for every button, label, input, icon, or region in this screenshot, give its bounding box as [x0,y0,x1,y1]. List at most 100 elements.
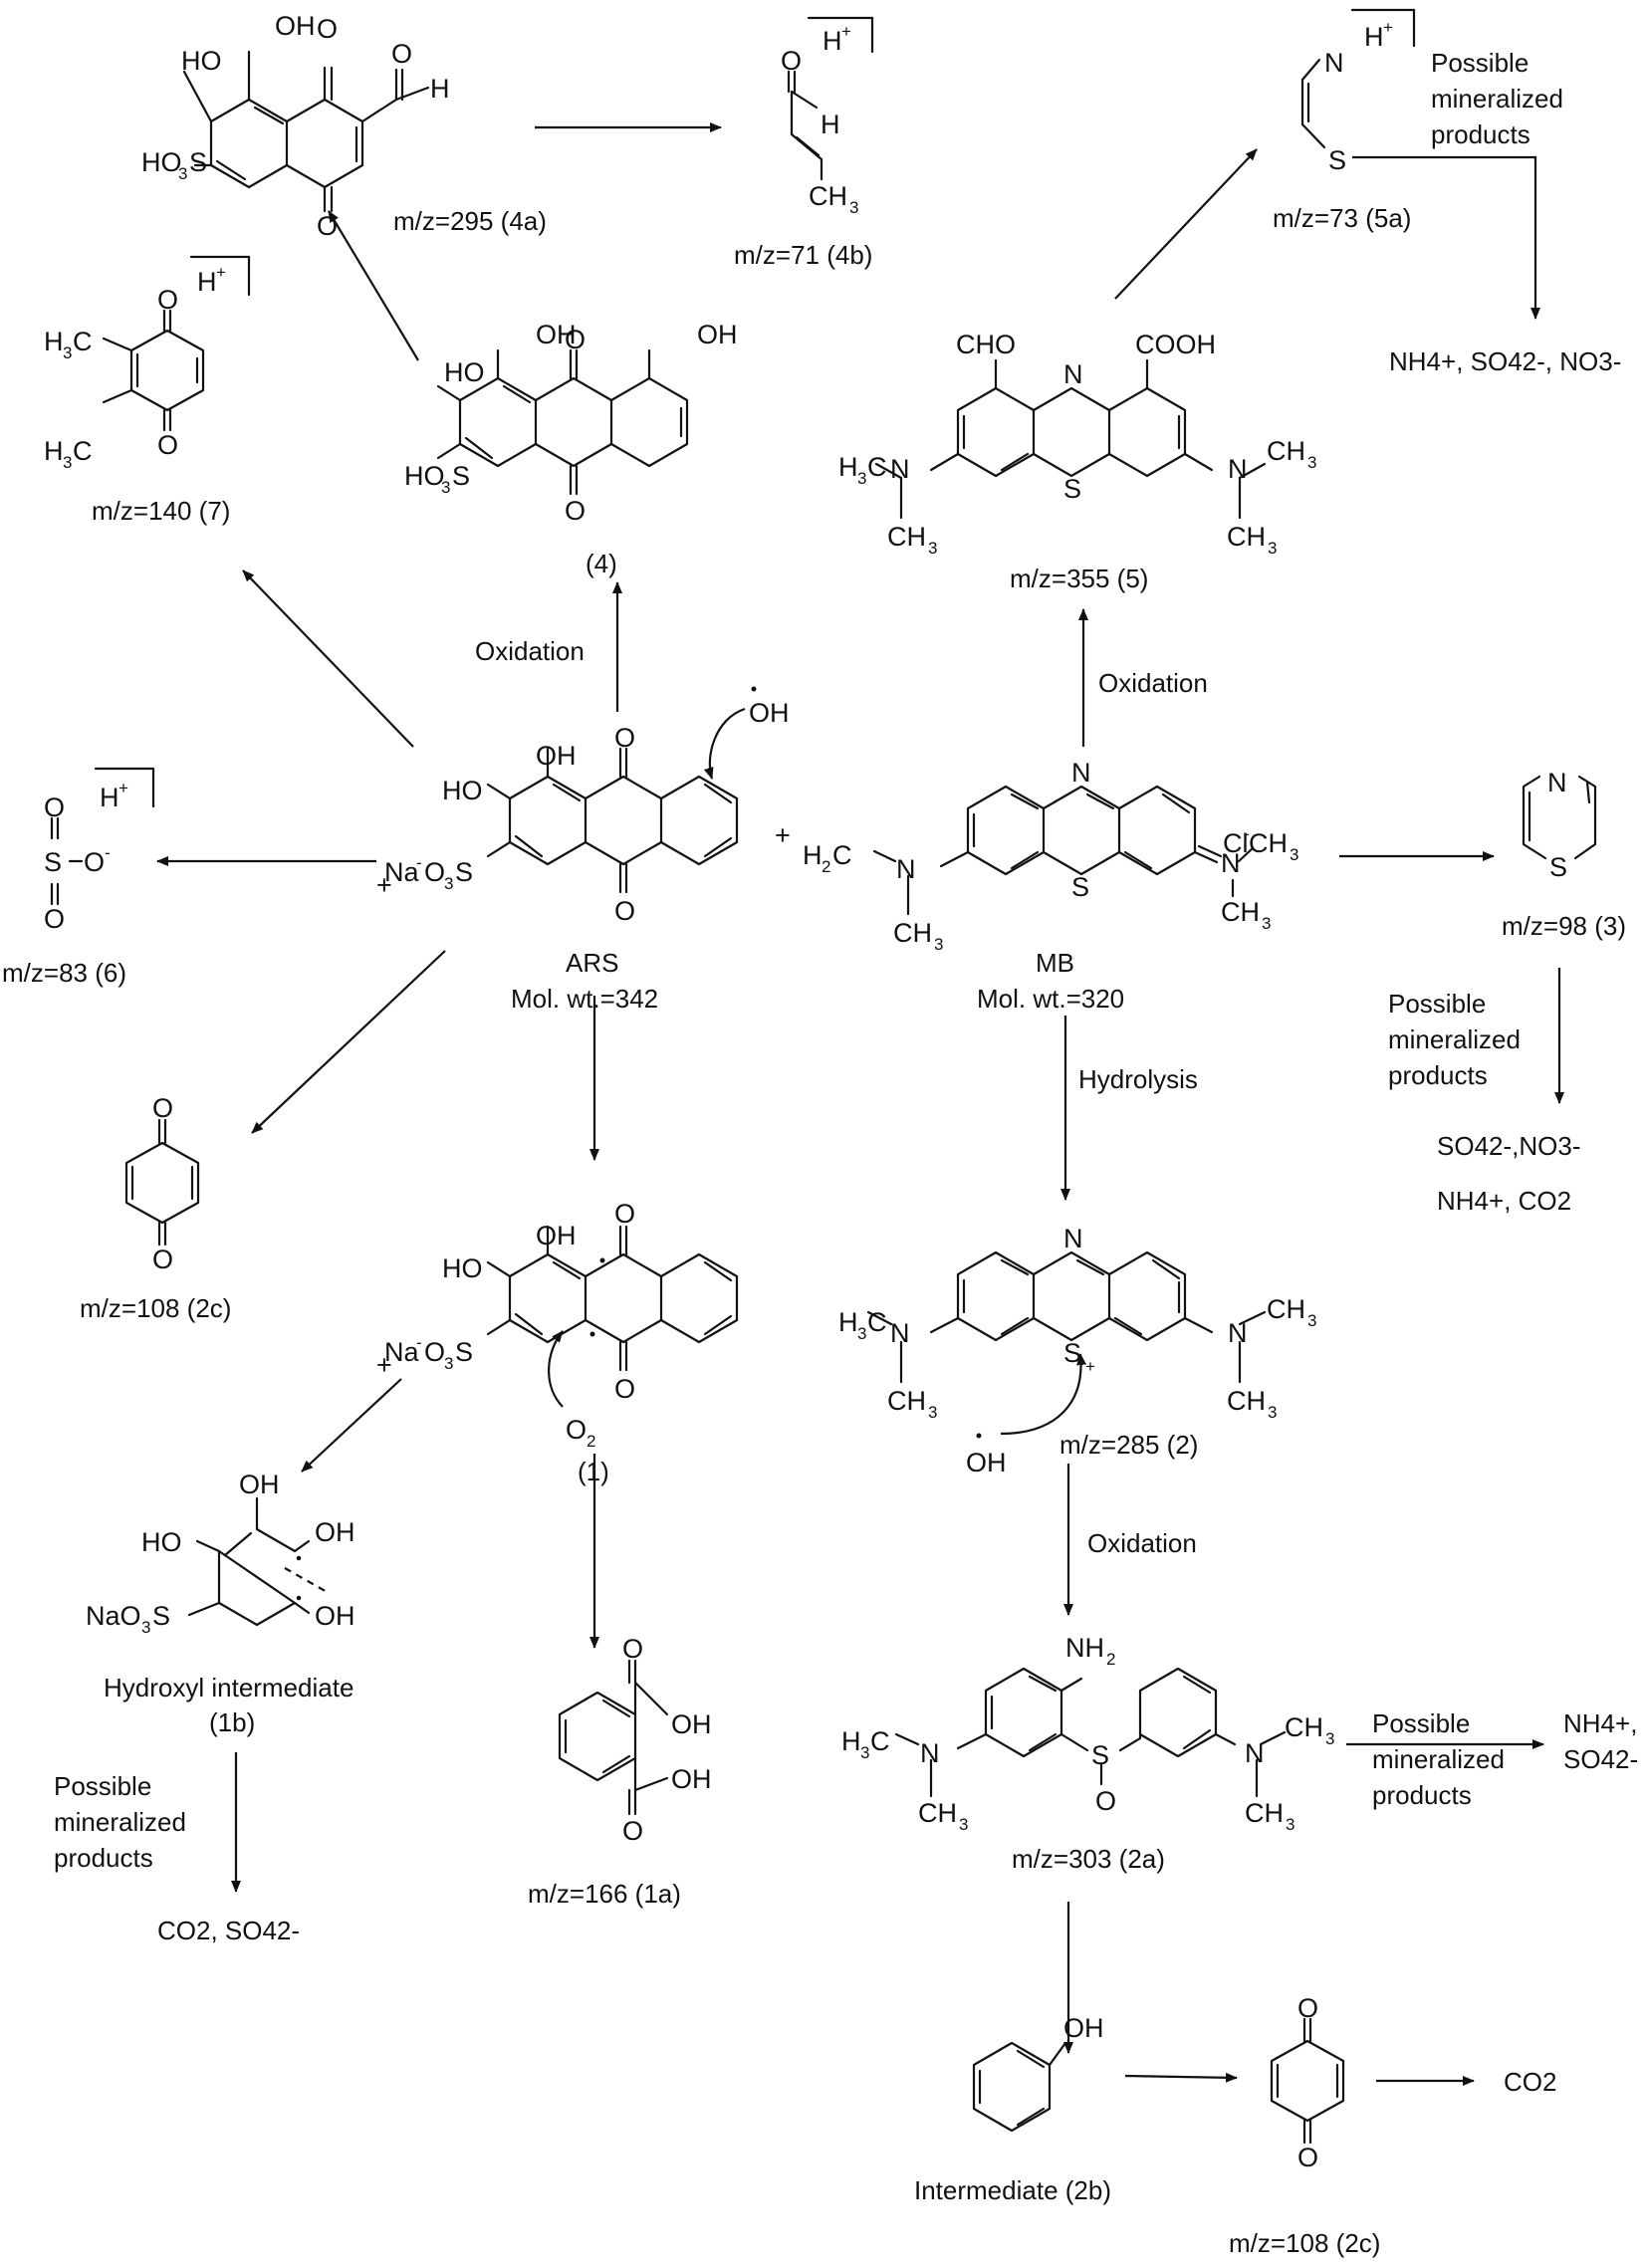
svg-text:3: 3 [857,469,866,488]
svg-text:N: N [1547,768,1567,797]
label-m71: m/z=71 (4b) [734,240,872,270]
curved-arrow-o2-attack [548,1330,564,1408]
svg-text:3: 3 [934,935,943,954]
mineralized-3-line-2: mineralized [1388,1024,1521,1054]
mineralized-5a-line-2: mineralized [1431,84,1563,113]
svg-text:O: O [152,1245,173,1274]
label-m108-bottom: m/z=108 (2c) [1229,2228,1380,2258]
svg-text:H: H [841,1726,861,1756]
structure-1a: O OH OH O [558,1634,712,1846]
svg-text:O: O [1297,1993,1318,2023]
svg-text:O: O [614,723,635,753]
svg-text:S: S [44,847,62,877]
svg-text:COOH: COOH [1135,330,1216,359]
svg-text:CH: CH [1249,828,1288,858]
structure-2c-left: O O [124,1093,200,1274]
svg-text:2: 2 [1106,1650,1115,1669]
svg-text:S: S [152,1601,170,1631]
svg-text:3: 3 [928,1403,937,1422]
svg-text:H: H [44,327,64,356]
svg-text:+: + [1085,1357,1095,1376]
svg-text:+: + [376,1350,392,1380]
label-1: (1) [578,1457,609,1486]
svg-text:O: O [614,1199,635,1229]
svg-text:O: O [614,896,635,926]
svg-text:CH: CH [809,181,847,211]
svg-text:3: 3 [141,1618,150,1637]
svg-text:O: O [157,285,178,315]
svg-text:3: 3 [63,343,72,362]
svg-text:OH: OH [1063,2013,1104,2043]
svg-text:OH: OH [671,1764,712,1794]
label-hydroxyl-2: (1b) [209,1707,255,1737]
svg-text:2: 2 [822,857,830,876]
svg-text:O: O [565,496,586,526]
label-m355: m/z=355 (5) [1010,564,1148,593]
arrow-5-to-5a [1114,148,1258,300]
svg-text:HO: HO [181,46,222,76]
svg-text:3: 3 [441,478,450,497]
svg-text:CH: CH [893,918,932,948]
structure-2c-bottom: O O [1270,1993,1345,2172]
arrow-5a-to-products [1352,155,1540,320]
svg-text:C: C [867,1307,887,1337]
svg-text:N: N [1324,48,1344,78]
label-mb-name: MB [1036,948,1074,978]
svg-text:3: 3 [959,1815,968,1834]
svg-text:S: S [455,1337,473,1367]
svg-text:HO: HO [141,1527,182,1557]
arrow-2b-to-2c [1124,2072,1238,2083]
svg-text:S: S [1071,872,1089,902]
svg-text:O: O [44,793,65,822]
svg-text:OH: OH [697,320,738,349]
label-oxidation-2: Oxidation [1087,1528,1197,1558]
svg-text:-: - [105,843,111,862]
svg-text:S: S [1063,1338,1081,1368]
mineralized-5a-products: NH4+, SO42-, NO3- [1389,346,1621,376]
label-m295: m/z=295 (4a) [393,206,547,236]
svg-text:O: O [391,39,412,69]
svg-text:OH: OH [315,1601,355,1631]
svg-text:S: S [1549,852,1567,882]
svg-text:Cl: Cl [1223,828,1249,858]
svg-text:S: S [1328,145,1346,175]
mineralized-2a-line-3: products [1372,1780,1472,1810]
svg-text:HO: HO [404,461,445,491]
svg-text:N: N [1228,454,1248,484]
mineralized-2a-products-1: NH4+, [1563,1708,1637,1738]
svg-text:O: O [622,1816,643,1846]
svg-text:H: H [823,26,842,56]
mineralized-3-products-2: NH4+, CO2 [1437,1186,1571,1216]
svg-text:N: N [896,854,916,884]
svg-text:OH: OH [275,11,316,41]
svg-text:O: O [622,1634,643,1664]
svg-text:N: N [1071,758,1091,788]
svg-text:H: H [838,1307,858,1337]
svg-text:N: N [1245,1738,1265,1768]
svg-text:S: S [1091,1740,1109,1770]
svg-text:S: S [452,461,470,491]
svg-text:2: 2 [587,1432,595,1451]
arrow-ars-to-7 [242,569,414,748]
svg-text:+: + [216,263,226,282]
svg-text:Na: Na [384,857,419,887]
arrow-ars-to-2c [251,950,446,1134]
svg-text:3: 3 [444,874,453,893]
label-4: (4) [586,549,617,578]
svg-text:O: O [152,1093,173,1123]
mineralized-2a-line-1: Possible [1372,1708,1470,1738]
structure-6: O S O- O H+ [44,767,155,934]
svg-text:N: N [1063,1224,1083,1253]
svg-text:C: C [832,840,852,870]
mineralized-1b-products: CO2, SO42- [157,1916,300,1945]
mineralized-3-line-3: products [1388,1060,1488,1090]
label-intermediate-2b: Intermediate (2b) [914,2175,1111,2205]
label-co2-final: CO2 [1504,2067,1556,2097]
svg-text:H: H [197,267,217,297]
svg-text:H: H [430,74,450,104]
svg-text:CH: CH [1267,436,1305,466]
